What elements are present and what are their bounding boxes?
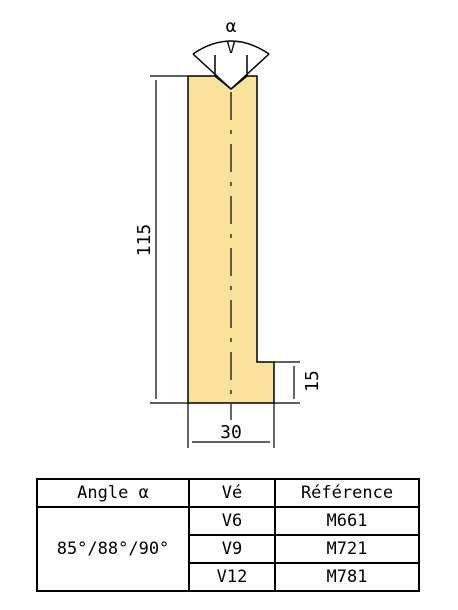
width-dimension-label: 30 bbox=[220, 422, 242, 443]
vee-label: V bbox=[226, 39, 235, 57]
width-dimension bbox=[187, 403, 275, 448]
table-row: V9 M721 bbox=[37, 534, 420, 564]
header-angle: Angle α bbox=[36, 478, 190, 508]
table-row: V12 M781 bbox=[37, 562, 420, 592]
vee-cell: V9 bbox=[188, 534, 276, 564]
height-dimension bbox=[150, 75, 188, 404]
vee-cell: V12 bbox=[188, 562, 276, 592]
reference-cell: M661 bbox=[274, 506, 420, 536]
step-dimension-label: 15 bbox=[302, 370, 323, 392]
height-dimension-label: 115 bbox=[134, 224, 155, 257]
header-vee: Vé bbox=[188, 478, 276, 508]
reference-cell: M721 bbox=[274, 534, 420, 564]
angle-symbol-label: α bbox=[226, 16, 237, 37]
reference-cell: M781 bbox=[274, 562, 420, 592]
punch-drawing: α V 115 15 30 bbox=[134, 16, 323, 448]
angle-value-cell: 85°/88°/90° bbox=[36, 506, 190, 592]
spec-table: Angle α Vé Référence 85°/88°/90° V6 M661… bbox=[36, 478, 420, 592]
table-header-row: Angle α Vé Référence bbox=[36, 478, 420, 508]
header-reference: Référence bbox=[274, 478, 420, 508]
step-dimension bbox=[274, 361, 300, 404]
vee-cell: V6 bbox=[188, 506, 276, 536]
table-row: 85°/88°/90° V6 M661 bbox=[36, 506, 420, 592]
angle-marker bbox=[192, 40, 270, 90]
